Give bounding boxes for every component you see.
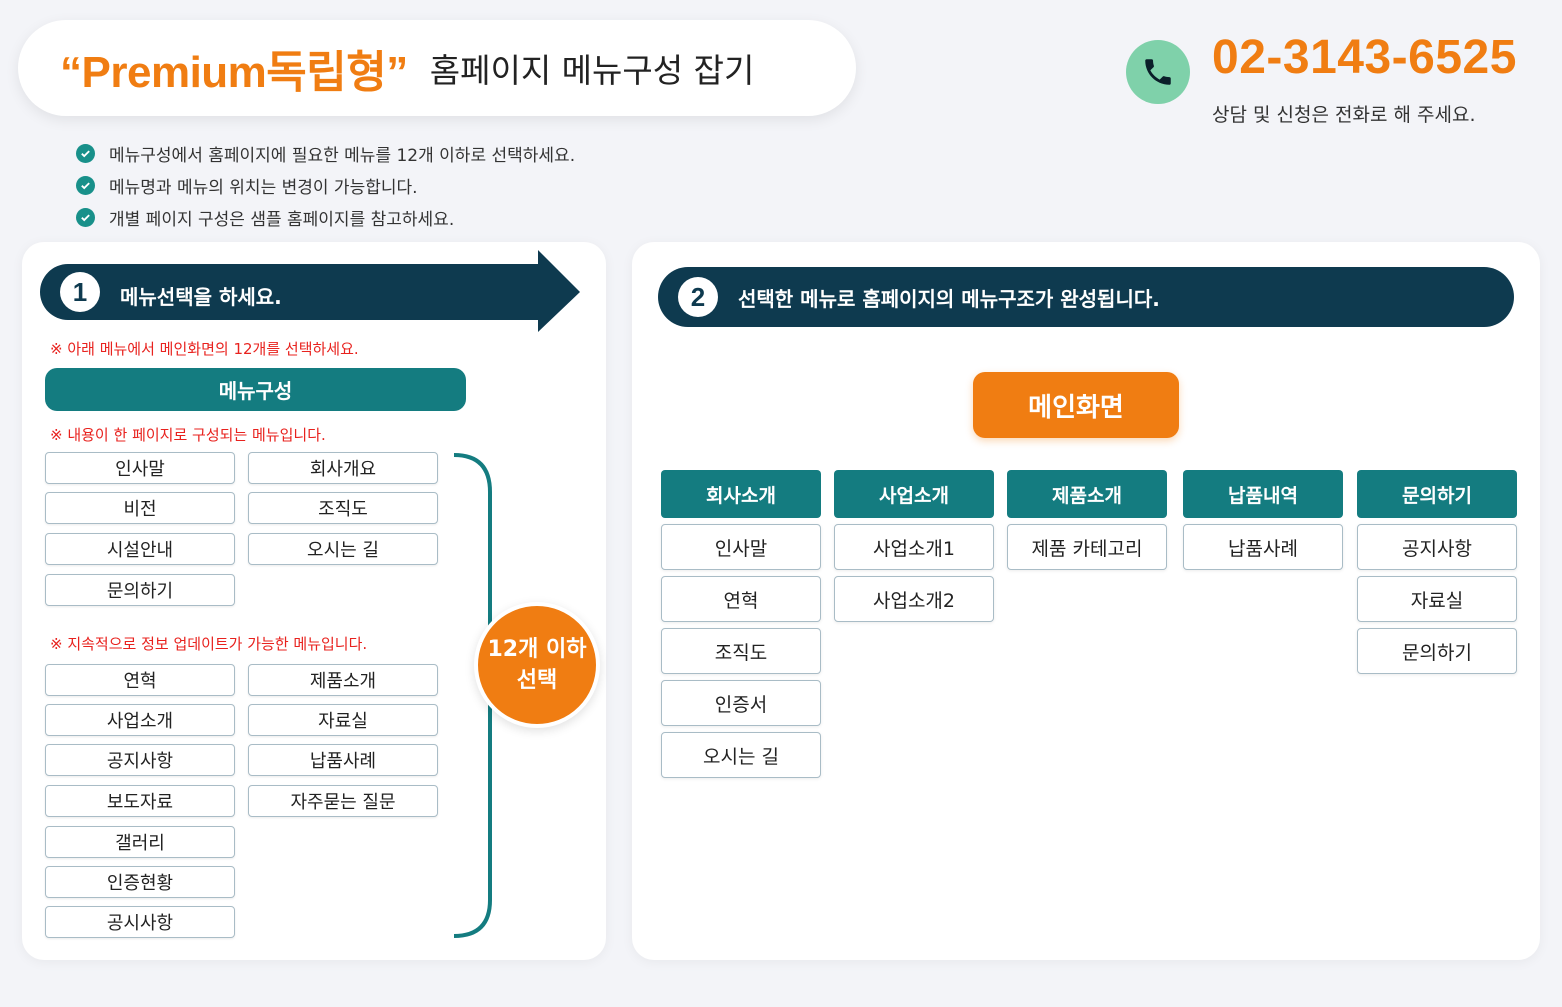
group2-note: ※ 지속적으로 정보 업데이트가 가능한 메뉴입니다. [50,635,368,653]
note-text: 메뉴명과 메뉴의 위치는 변경이 가능합니다. [109,177,418,198]
badge-line1: 12개 이하 [487,637,587,662]
menu-option-gallery[interactable]: 갤러리 [45,826,235,858]
submenu-item[interactable]: 인증서 [661,680,821,726]
notes-list: 메뉴구성에서 홈페이지에 필요한 메뉴를 12개 이하로 선택하세요. 메뉴명과… [76,137,575,233]
menu-option-business[interactable]: 사업소개 [45,704,235,736]
category-company[interactable]: 회사소개 [661,470,821,518]
title-accent: “Premium독립형” [60,48,408,97]
menu-option-press[interactable]: 보도자료 [45,785,235,817]
submenu-item[interactable]: 제품 카테고리 [1007,524,1167,570]
group1-note: ※ 내용이 한 페이지로 구성되는 메뉴입니다. [50,426,326,444]
submenu-item[interactable]: 문의하기 [1357,628,1517,674]
arrow-banner-icon [40,250,580,332]
badge-line2: 선택 [516,668,558,693]
category-business[interactable]: 사업소개 [834,470,994,518]
menu-option-greeting[interactable]: 인사말 [45,452,235,484]
menu-option-facilities[interactable]: 시설안내 [45,533,235,565]
submenu-item[interactable]: 인사말 [661,524,821,570]
note-item: 메뉴구성에서 홈페이지에 필요한 메뉴를 12개 이하로 선택하세요. [76,137,575,169]
check-circle-icon [76,175,95,195]
menu-option-contact[interactable]: 문의하기 [45,574,235,606]
submenu-item[interactable]: 조직도 [661,628,821,674]
menu-option-deliveries[interactable]: 납품사례 [248,744,438,776]
submenu-item[interactable]: 오시는 길 [661,732,821,778]
menu-option-org-chart[interactable]: 조직도 [248,492,438,524]
menu-option-disclosure[interactable]: 공시사항 [45,906,235,938]
title-pill: “Premium독립형” 홈페이지 메뉴구성 잡기 [18,20,856,116]
step2-label: 선택한 메뉴로 홈페이지의 메뉴구조가 완성됩니다. [738,286,1160,311]
note-item: 메뉴명과 메뉴의 위치는 변경이 가능합니다. [76,169,575,201]
menu-option-archive[interactable]: 자료실 [248,704,438,736]
note-item: 개별 페이지 구성은 샘플 홈페이지를 참고하세요. [76,201,575,233]
menu-option-products[interactable]: 제품소개 [248,664,438,696]
phone-number[interactable]: 02-3143-6525 [1212,31,1517,84]
category-contact[interactable]: 문의하기 [1357,470,1517,518]
submenu-item[interactable]: 자료실 [1357,576,1517,622]
menu-option-notice[interactable]: 공지사항 [45,744,235,776]
submenu-item[interactable]: 공지사항 [1357,524,1517,570]
limit-badge: 12개 이하 선택 [474,602,600,728]
category-deliveries[interactable]: 납품내역 [1183,470,1343,518]
menu-option-company-overview[interactable]: 회사개요 [248,452,438,484]
step1-number: 1 [60,272,100,312]
step2-number: 2 [678,277,718,317]
menu-header: 메뉴구성 [45,368,466,411]
menu-option-certifications[interactable]: 인증현황 [45,866,235,898]
note-text: 개별 페이지 구성은 샘플 홈페이지를 참고하세요. [109,209,455,230]
check-circle-icon [76,143,95,163]
note-text: 메뉴구성에서 홈페이지에 필요한 메뉴를 12개 이하로 선택하세요. [109,145,576,166]
submenu-item[interactable]: 납품사례 [1183,524,1343,570]
submenu-item[interactable]: 사업소개2 [834,576,994,622]
main-screen-button[interactable]: 메인화면 [973,372,1179,438]
phone-note: 상담 및 신청은 전화로 해 주세요. [1212,104,1476,126]
menu-option-faq[interactable]: 자주묻는 질문 [248,785,438,817]
title-rest: 홈페이지 메뉴구성 잡기 [429,51,755,90]
menu-option-directions[interactable]: 오시는 길 [248,533,438,565]
step1-red-note: ※ 아래 메뉴에서 메인화면의 12개를 선택하세요. [50,340,359,358]
step1-label: 메뉴선택을 하세요. [120,285,282,309]
phone-glyph [1145,59,1171,85]
submenu-item[interactable]: 연혁 [661,576,821,622]
step2-banner: 2 선택한 메뉴로 홈페이지의 메뉴구조가 완성됩니다. [658,267,1514,327]
menu-option-history[interactable]: 연혁 [45,664,235,696]
check-circle-icon [76,207,95,227]
category-products[interactable]: 제품소개 [1007,470,1167,518]
phone-icon[interactable] [1126,40,1190,104]
menu-option-vision[interactable]: 비전 [45,492,235,524]
submenu-item[interactable]: 사업소개1 [834,524,994,570]
